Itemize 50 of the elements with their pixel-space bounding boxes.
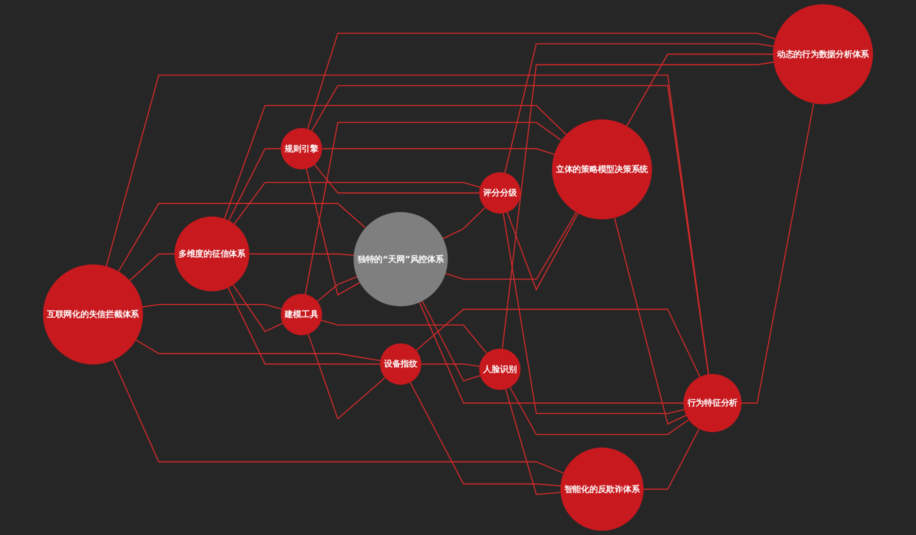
node-circle: 多维度的征信体系 (174, 216, 250, 292)
connector (742, 103, 814, 404)
connector (136, 340, 380, 362)
node-circle: 立体的策略模型决策系统 (552, 119, 652, 220)
node-circle: 评分分级 (479, 172, 521, 214)
connector (442, 207, 486, 240)
connector (228, 287, 380, 365)
connector (314, 164, 480, 194)
connector (626, 54, 773, 126)
connector (504, 43, 774, 173)
connector (506, 212, 578, 291)
connector (502, 213, 684, 414)
node-circle: 建模工具 (280, 294, 322, 336)
node-circle: 规则引擎 (280, 128, 322, 170)
connector (502, 62, 774, 349)
connector (317, 276, 358, 302)
connector (129, 253, 174, 281)
connector (308, 334, 386, 420)
connector (311, 85, 709, 374)
connector (307, 32, 776, 130)
connector (410, 382, 561, 486)
connector (321, 320, 488, 354)
connector (228, 148, 281, 221)
connector (234, 182, 480, 224)
node-circle: 动态的行为数据分析体系 (772, 4, 873, 104)
node-circle: 互联网化的失信拦截体系 (43, 264, 144, 364)
node-circle: 智能化的反欺诈体系 (560, 448, 644, 531)
connector (421, 364, 480, 367)
connector (106, 74, 710, 374)
connector (445, 212, 577, 280)
connector (510, 387, 689, 435)
connector (142, 304, 282, 310)
connector (505, 389, 561, 495)
node-circle: 设备指纹 (380, 343, 422, 385)
connector (118, 202, 366, 272)
connector (306, 168, 360, 296)
connector (322, 148, 554, 155)
connector (112, 360, 564, 474)
connector (249, 253, 354, 256)
connector (232, 284, 283, 332)
connector (224, 104, 566, 219)
connector (419, 302, 684, 404)
connector (614, 218, 686, 425)
connector (416, 308, 700, 378)
connector (644, 428, 700, 490)
connector (304, 122, 562, 294)
node-circle: 行为特征分析 (683, 374, 742, 432)
node-circle: 人脸识别 (479, 348, 521, 390)
node-circle: 独特的“天网”风控体系 (354, 212, 448, 306)
connector (422, 300, 480, 382)
